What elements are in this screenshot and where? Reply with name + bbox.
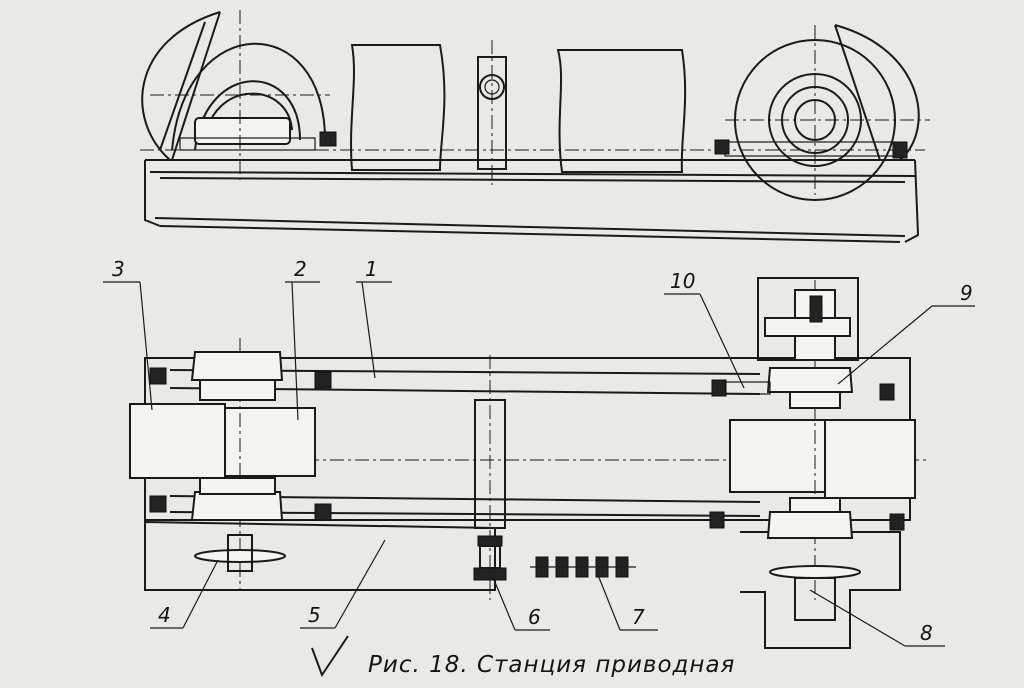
callout-2: 2	[294, 257, 307, 281]
callout-9: 9	[960, 281, 973, 305]
figure-caption: Рис. 18. Станция приводная	[368, 652, 735, 678]
chain	[530, 556, 636, 578]
callout-10: 10	[670, 269, 695, 293]
callout-5: 5	[308, 603, 321, 627]
callout-3: 3	[112, 257, 125, 281]
plan-view	[129, 277, 930, 649]
check-mark	[311, 635, 349, 678]
callout-labels: 3 2 1 10 9 4 5 6 7 8	[103, 257, 975, 647]
callout-7: 7	[632, 605, 645, 629]
elevation-view	[140, 10, 930, 243]
callout-8: 8	[920, 621, 933, 645]
callout-1: 1	[365, 257, 378, 281]
callout-6: 6	[528, 605, 541, 629]
callout-4: 4	[158, 603, 171, 627]
